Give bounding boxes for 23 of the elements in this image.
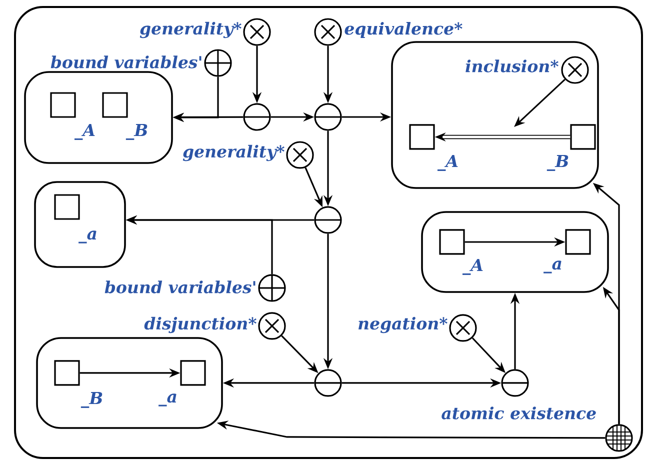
symbol-label: generality* xyxy=(140,22,242,38)
symbol-label: disjunction* xyxy=(144,316,256,334)
bar-circle xyxy=(314,206,342,234)
symbol-label: negation* xyxy=(358,316,448,334)
variable-label: _A xyxy=(437,155,458,171)
bar-circle xyxy=(243,103,271,131)
symbol-label: bound variables' xyxy=(50,56,202,68)
symbol-label: generality* xyxy=(182,144,284,162)
symbol-label: inclusion* xyxy=(466,60,558,72)
symbol-label: bound variables' xyxy=(104,280,256,294)
variable-label: _A xyxy=(462,259,483,275)
variable-label: _B xyxy=(80,392,102,408)
variable-label: _a xyxy=(544,260,562,274)
bar-circle xyxy=(314,369,342,397)
symbol-label: atomic existence xyxy=(442,406,596,420)
variable-label: _a xyxy=(158,394,176,406)
variable-label: _B xyxy=(546,155,568,171)
variable-label: _B xyxy=(126,124,148,140)
bar-circle xyxy=(314,103,342,131)
symbol-label: equivalence* xyxy=(344,22,462,38)
variable-label: _a xyxy=(78,230,96,244)
variable-label: _A xyxy=(74,124,95,140)
grid-circle xyxy=(605,424,633,452)
